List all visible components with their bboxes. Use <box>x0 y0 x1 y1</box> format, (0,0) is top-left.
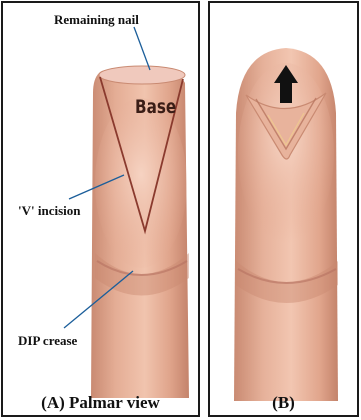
remaining-nail-pointer <box>134 27 150 70</box>
base-label: Base <box>135 96 176 118</box>
panel-b: (B) <box>208 1 359 417</box>
panel-a-palmar-view: Remaining nail Base 'V' incision DIP cre… <box>1 1 200 417</box>
panel-a-caption: (A) Palmar view <box>3 393 198 413</box>
remaining-nail-shape <box>99 66 185 84</box>
finger-pad <box>95 98 187 268</box>
remaining-nail-label: Remaining nail <box>54 12 139 28</box>
v-incision-label: 'V' incision <box>18 203 81 219</box>
dip-crease-label: DIP crease <box>18 333 77 349</box>
finger-illustration-b <box>210 3 359 417</box>
panel-b-caption: (B) <box>210 393 357 413</box>
